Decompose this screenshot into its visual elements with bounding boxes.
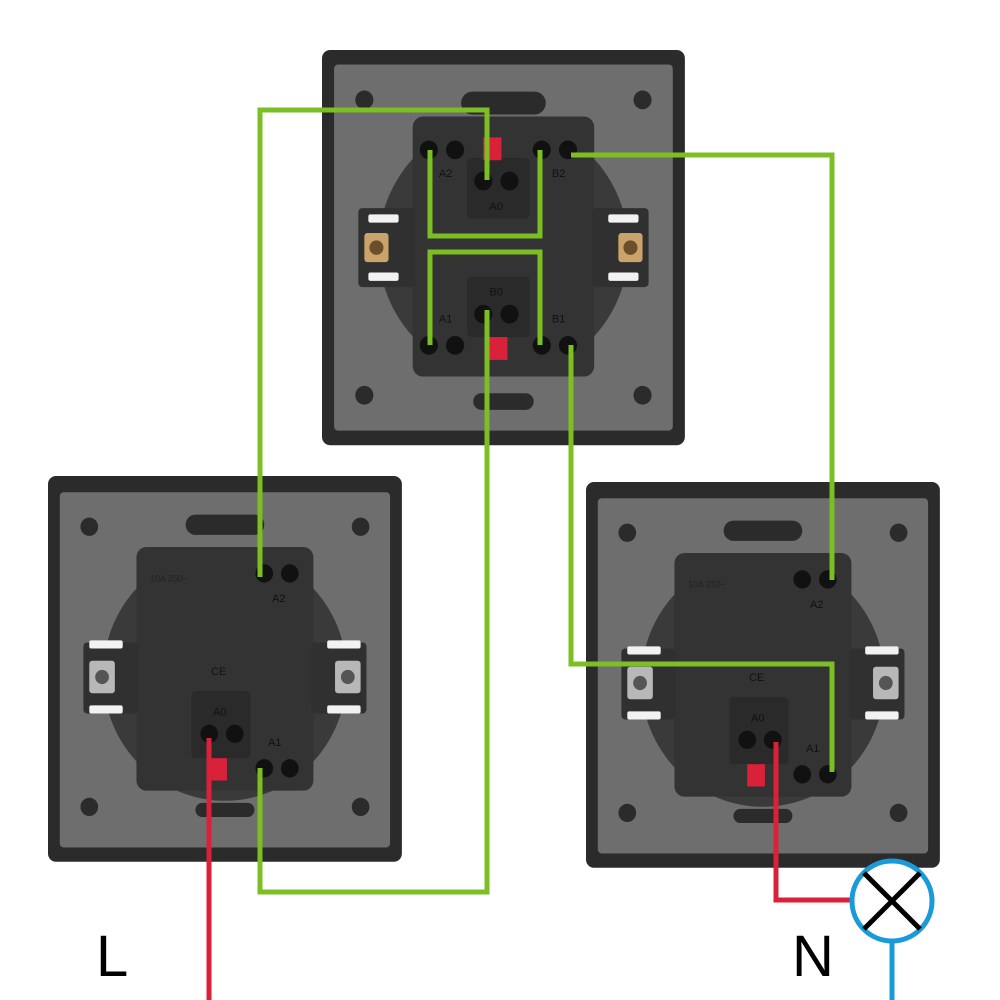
traveler-wire-2 [571,152,835,580]
screw-icon [89,660,115,694]
live-label: L [96,924,128,989]
rating-label: 10A 250~ [688,579,726,589]
terminal-label-a2: A2 [272,593,285,605]
ce-mark: CE [211,666,226,678]
screw-icon [335,660,361,694]
terminal-label-a2: A2 [439,168,453,180]
switch-left: 10A 250~ CE A0 A2 A1 [48,476,402,862]
switched-live-wire [773,742,852,903]
terminal-label-a2: A2 [810,599,823,611]
traveler-wire-4 [427,249,543,345]
rating-label: 10A 250~ [150,573,188,583]
traveler-wire-3 [427,150,543,239]
lamp-icon [849,858,935,944]
terminal-label-b0: B0 [489,286,503,298]
traveler-wire-1 [257,107,490,577]
terminal-label-b2: B2 [552,168,566,180]
neutral-label: N [792,924,834,989]
ce-mark: CE [749,672,764,684]
terminal-label-a0: A0 [213,706,226,718]
screw-icon [627,666,653,700]
traveler-wire-5 [257,310,490,895]
terminal-label-b1: B1 [552,313,566,325]
screw-icon [618,233,643,263]
screw-icon [873,666,899,700]
switch-right: 10A 250~ CE A0 A2 A1 [586,482,940,868]
terminal-label-a1: A1 [806,743,819,755]
traveler-wire-6 [568,345,835,772]
terminal-label-a0: A0 [751,712,764,724]
terminal-label-a1: A1 [268,737,281,749]
terminal-label-a0: A0 [489,201,503,213]
terminal-label-a1: A1 [439,313,453,325]
screw-icon [364,233,389,263]
